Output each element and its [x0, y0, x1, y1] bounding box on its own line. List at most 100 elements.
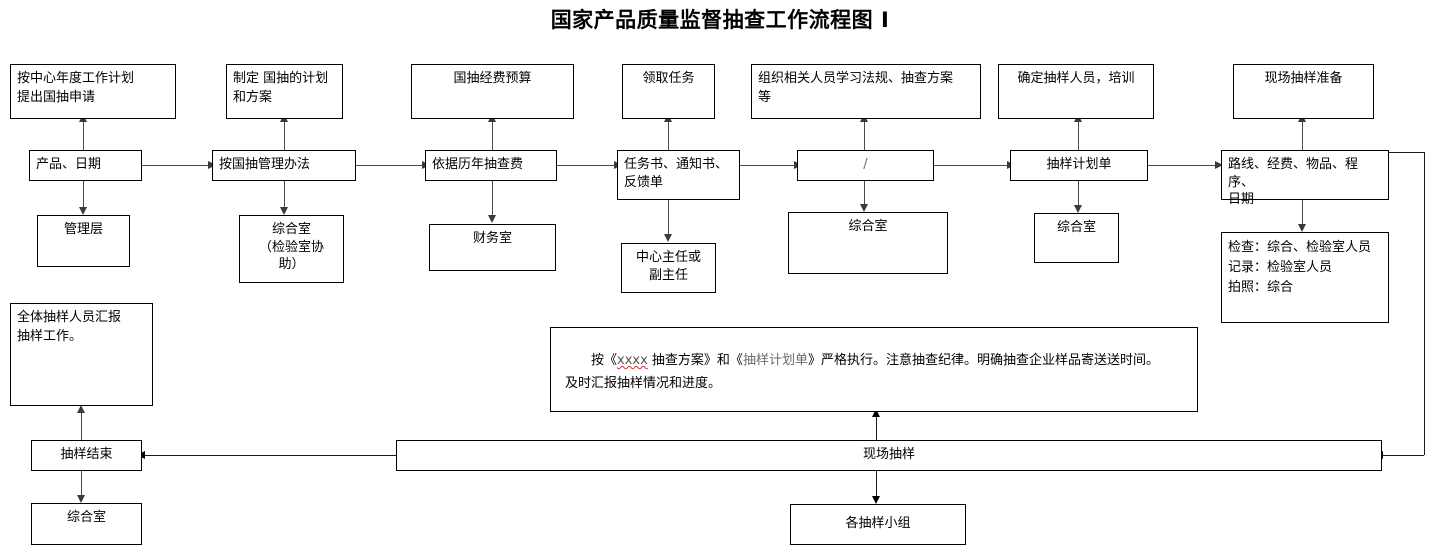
node-product-date[interactable]: 产品、日期: [29, 150, 142, 181]
connector-end-up-to-report: [81, 410, 82, 440]
arrowhead-end-up-to-report: [77, 405, 85, 413]
connector-mgmt-to-fee: [356, 165, 425, 166]
node-task-docs[interactable]: 任务书、通知书、 反馈单: [617, 150, 740, 200]
instructions-prefix: 按《: [591, 353, 618, 368]
node-sampling-groups-label: 各抽样小组: [845, 516, 911, 532]
node-general-office-1-label: 综合室: [848, 219, 888, 234]
node-instructions[interactable]: 按《xxxx 抽查方案》和《抽样计划单》严格执行。注意抽查纪律。明确抽查企业样品…: [550, 327, 1198, 412]
connector-slash-to-plan: [934, 165, 1010, 166]
node-sampling-plan[interactable]: 抽样计划单: [1010, 150, 1148, 181]
node-study-label: 组织相关人员学习法规、抽查方案 等: [758, 71, 954, 105]
node-general-office-lab-label: 综合室 （检验室协 助）: [258, 222, 324, 273]
connector-slash-up: [864, 119, 865, 150]
node-mgmt-layer[interactable]: 管理层: [37, 215, 130, 267]
arrowhead-taskdocs-down: [664, 234, 672, 242]
node-inspection-roles[interactable]: 检查：综合、检验室人员 记录：检验室人员 拍照：综合: [1221, 232, 1389, 323]
node-finance-office[interactable]: 财务室: [429, 224, 556, 271]
arrowhead-route-down: [1298, 224, 1306, 232]
connector-route-loop-top: [1389, 152, 1424, 153]
instructions-misspelled-token: xxxx: [617, 353, 648, 368]
connector-mgmt-down: [284, 181, 285, 211]
node-confirm-staff-label: 确定抽样人员，培训: [1017, 71, 1135, 86]
instructions-line-1: 按《xxxx 抽查方案》和《抽样计划单》严格执行。注意抽查纪律。明确抽查企业样品…: [565, 350, 1183, 373]
connector-end-down-to-office: [81, 471, 82, 499]
connector-taskdocs-up: [668, 119, 669, 150]
node-general-office-3[interactable]: 综合室: [31, 503, 142, 545]
connector-bar-up-to-instructions: [876, 415, 877, 441]
node-onsite-prep-label: 现场抽样准备: [1264, 71, 1343, 86]
arrowhead-end-down-to-office: [77, 495, 85, 503]
node-budget-label: 国抽经费预算: [453, 71, 532, 86]
instructions-suffix: 》严格执行。注意抽查纪律。明确抽查企业样品寄送送时间。: [807, 353, 1159, 368]
node-task-docs-label: 任务书、通知书、 反馈单: [624, 157, 729, 190]
node-general-office-1[interactable]: 综合室: [788, 212, 948, 274]
node-mgmt-method[interactable]: 按国抽管理办法: [212, 150, 356, 181]
node-route-info[interactable]: 路线、经费、物品、程序、 日期: [1221, 150, 1389, 207]
connector-mgmt-up: [284, 119, 285, 150]
connector-plan-down: [1078, 181, 1079, 209]
node-inspection-roles-label: 检查：综合、检验室人员 记录：检验室人员 拍照：综合: [1228, 240, 1372, 296]
arrowhead-product-down: [79, 207, 87, 215]
connector-plan-up: [1078, 119, 1079, 150]
node-history-fee-label: 依据历年抽查费: [432, 157, 524, 173]
node-general-office-lab[interactable]: 综合室 （检验室协 助）: [239, 215, 344, 283]
connector-taskdocs-down: [668, 200, 669, 237]
instructions-mid: 抽查方案》和《: [647, 353, 743, 368]
node-general-office-2[interactable]: 综合室: [1034, 213, 1119, 263]
node-general-office-2-label: 综合室: [1056, 220, 1096, 235]
node-sampling-end-label: 抽样结束: [60, 447, 113, 463]
node-receive-task[interactable]: 领取任务: [622, 64, 715, 119]
arrowhead-slash-down: [860, 204, 868, 212]
connector-fee-to-taskdocs: [557, 165, 617, 166]
node-confirm-staff[interactable]: 确定抽样人员，培训: [998, 64, 1154, 119]
connector-slash-down: [864, 181, 865, 208]
node-apply[interactable]: 按中心年度工作计划 提出国抽申请: [10, 64, 176, 119]
node-budget[interactable]: 国抽经费预算: [411, 64, 574, 119]
node-history-fee[interactable]: 依据历年抽查费: [425, 150, 557, 181]
node-director[interactable]: 中心主任或 副主任: [621, 243, 716, 293]
connector-taskdocs-to-slash: [740, 165, 797, 166]
connector-bar-to-sampling-end: [142, 455, 396, 456]
connector-plan-to-route: [1148, 165, 1218, 166]
node-slash[interactable]: /: [797, 150, 934, 181]
node-plan[interactable]: 制定 国抽的计划 和方案: [226, 64, 343, 119]
page-title: 国家产品质量监督抽查工作流程图 Ⅰ: [550, 8, 890, 32]
connector-bar-down-to-groups: [876, 471, 877, 500]
connector-fee-down: [492, 181, 493, 219]
arrowhead-fee-down: [488, 215, 496, 223]
instructions-line-2: 及时汇报抽样情况和进度。: [565, 375, 722, 391]
arrowhead-plan-down: [1074, 205, 1082, 213]
arrowhead-bar-up-to-instructions: [872, 409, 880, 417]
connector-product-down: [83, 181, 84, 211]
node-sampling-end[interactable]: 抽样结束: [31, 440, 142, 471]
node-general-office-3-label: 综合室: [66, 510, 106, 525]
arrowhead-plan-to-route: [1215, 161, 1223, 169]
connector-route-loop-bottom: [1382, 455, 1424, 456]
node-finance-office-label: 财务室: [472, 231, 512, 246]
node-mgmt-layer-label: 管理层: [63, 222, 103, 237]
connector-fee-up: [492, 119, 493, 150]
arrowhead-mgmt-down: [280, 207, 288, 215]
node-sampling-plan-label: 抽样计划单: [1046, 157, 1112, 173]
node-sampling-groups[interactable]: 各抽样小组: [790, 504, 966, 545]
arrowhead-bar-down-to-groups: [872, 496, 880, 504]
node-route-info-label: 路线、经费、物品、程序、 日期: [1228, 157, 1359, 208]
node-report-all[interactable]: 全体抽样人员汇报 抽样工作。: [10, 303, 153, 406]
connector-route-down: [1302, 200, 1303, 228]
node-apply-line1: 按中心年度工作计划 提出国抽申请: [17, 71, 135, 105]
node-onsite-sampling-bar[interactable]: 现场抽样: [396, 440, 1382, 471]
node-product-date-label: 产品、日期: [36, 157, 102, 173]
connector-route-loop-vertical: [1424, 152, 1425, 455]
node-director-label: 中心主任或 副主任: [635, 250, 701, 283]
node-study[interactable]: 组织相关人员学习法规、抽查方案 等: [751, 64, 981, 119]
node-onsite-prep[interactable]: 现场抽样准备: [1233, 64, 1374, 119]
node-slash-label: /: [863, 157, 868, 173]
connector-product-to-mgmt: [142, 165, 211, 166]
instructions-faded-token: 抽样计划单: [742, 353, 808, 368]
connector-route-up: [1302, 119, 1303, 150]
node-onsite-sampling-label: 现场抽样: [862, 447, 915, 463]
node-receive-task-label: 领取任务: [642, 71, 695, 86]
connector-product-up: [83, 119, 84, 150]
node-report-all-label: 全体抽样人员汇报 抽样工作。: [17, 310, 122, 344]
